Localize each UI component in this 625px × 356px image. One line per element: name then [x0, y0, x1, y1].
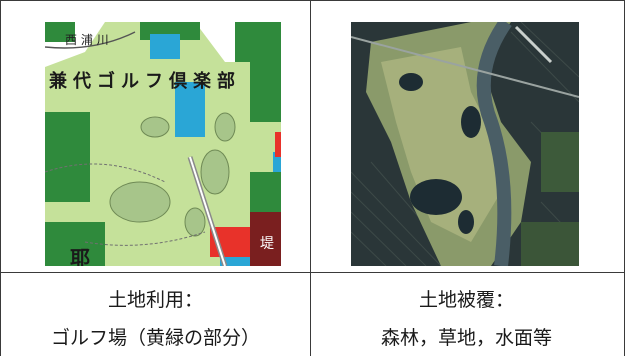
land-cover-caption-line2: 森林，草地，水面等 — [380, 327, 552, 349]
land-use-map-image: 西 浦 川 兼代ゴルフ倶楽部 耶 堤 — [45, 22, 281, 266]
land-use-caption-line2: ゴルフ場（黄緑の部分） — [50, 327, 260, 349]
table-divider-vertical — [310, 0, 311, 356]
table-divider-horizontal — [0, 272, 625, 273]
map-label-embankment: 堤 — [260, 236, 274, 252]
map-label-river: 西 浦 川 — [65, 33, 109, 47]
table-border-left — [0, 0, 1, 356]
land-cover-caption-line1: 土地被覆： — [418, 289, 514, 311]
map-label-golf-club: 兼代ゴルフ倶楽部 — [49, 70, 241, 92]
map-label-bottom: 耶 — [70, 246, 90, 266]
table-border-top — [0, 0, 625, 1]
satellite-image — [351, 22, 579, 266]
land-use-caption-line1: 土地利用： — [107, 289, 203, 311]
